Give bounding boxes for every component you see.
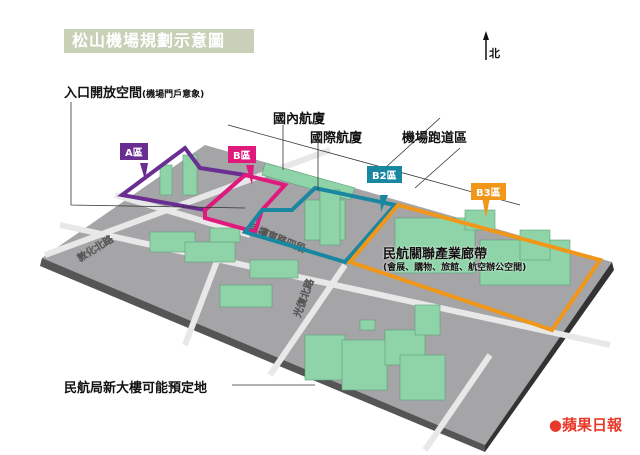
leader-lines <box>70 102 319 386</box>
zone-a-pointer <box>140 163 148 180</box>
domestic-terminal-label: 國內航廈 <box>273 112 326 127</box>
zone-b2-tag: B2區 <box>367 166 402 183</box>
caa-site-label: 民航局新大樓可能預定地 <box>64 381 208 396</box>
entrance-title: 入口開放空間 <box>64 86 143 101</box>
platform-edge <box>40 258 485 452</box>
apple-icon: ● <box>548 416 562 434</box>
corridor-sublabel: (會展、購物、旅館、航空辦公空間) <box>383 263 527 273</box>
runway-area-label: 機場跑道區 <box>402 131 468 146</box>
zone-b3-outline <box>346 202 604 333</box>
north-label: 北 <box>489 47 500 60</box>
zone-a-outline <box>117 145 250 213</box>
zone-b-pointer <box>246 165 254 185</box>
north-arrowhead-icon <box>483 31 489 40</box>
platform-edge-right <box>485 262 614 452</box>
logo-text: 蘋果日報 <box>561 416 622 434</box>
zone-a-tag: A區 <box>120 143 148 160</box>
international-terminal-label: 國際航廈 <box>310 131 363 146</box>
zone-b2-outline <box>241 185 399 265</box>
apple-daily-logo: ●蘋果日報 <box>549 414 622 435</box>
corridor-label: 民航關聯產業廊帶 <box>383 247 488 262</box>
entrance-subtitle: (機場門戶意象) <box>142 90 205 100</box>
zone-b3-tag: B3區 <box>471 183 506 200</box>
zone-b-tag: B區 <box>228 146 256 163</box>
entrance-label: 入口開放空間(機場門戶意象) <box>64 82 204 101</box>
zone-b3-pointer <box>482 197 490 218</box>
page-title: 松山機場規劃示意圖 <box>64 29 254 53</box>
zone-b2-pointer <box>380 195 388 212</box>
